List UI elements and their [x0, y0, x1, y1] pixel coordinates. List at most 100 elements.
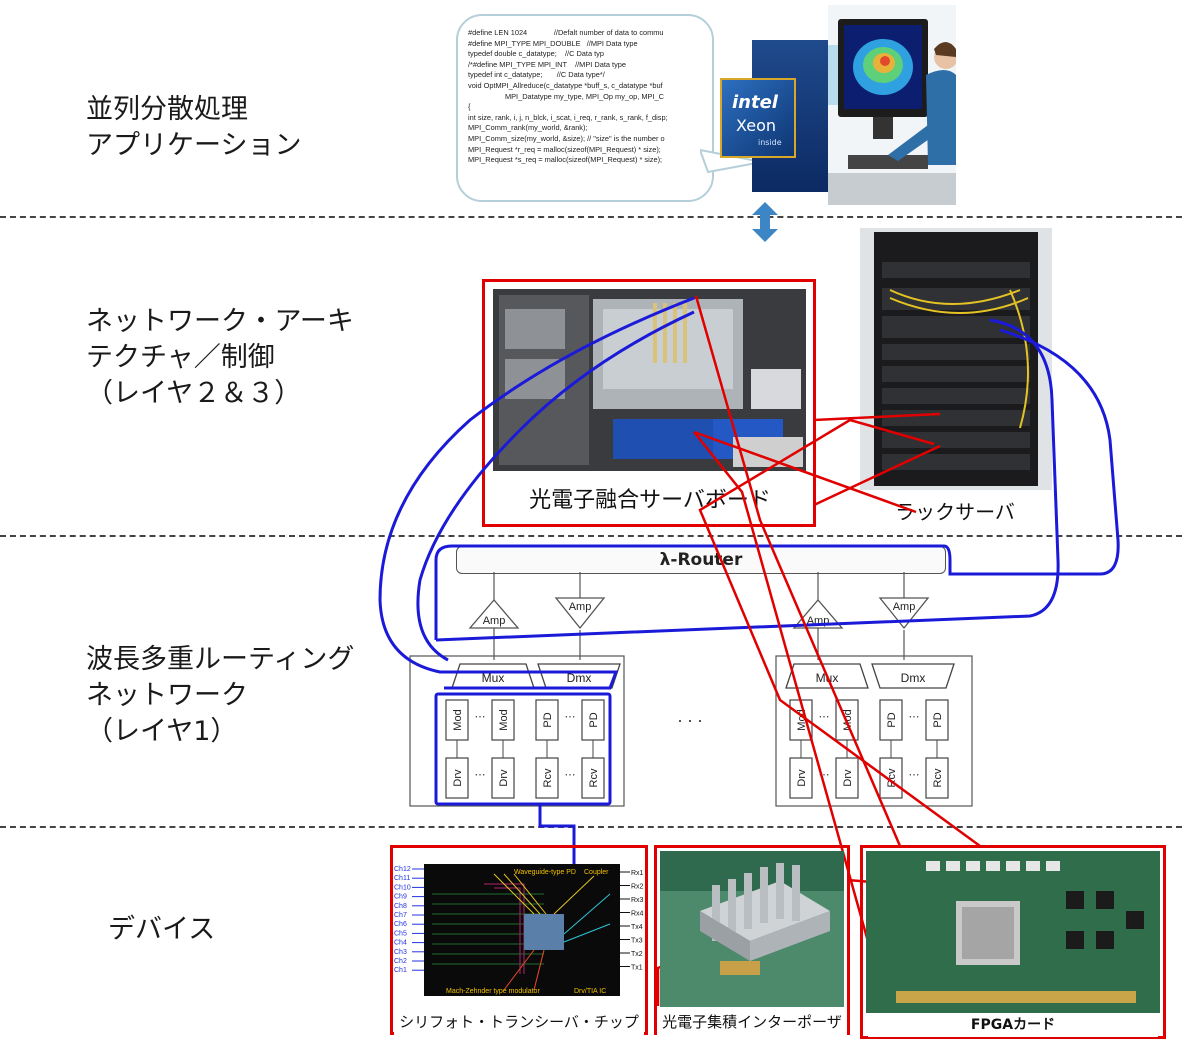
rack-server-photo [860, 228, 1052, 490]
blue-router-to-rack [434, 328, 1120, 640]
dmx-right-label: Dmx [901, 671, 926, 685]
intel-logo-text: intel [732, 92, 778, 113]
code-line: int size, rank, i, j, n_blck, i_scat, i_… [468, 112, 668, 122]
layer-label-application: 並列分散処理 アプリケーション [86, 94, 302, 161]
amp-right-2-label: Amp [893, 601, 916, 613]
code-line: void OptMPI_Allreduce(c_datatype *buff_s… [468, 80, 663, 90]
dmx-left: Dmx [537, 663, 621, 689]
left-lane-rcv-label: Rcv [588, 768, 600, 787]
blue-router-return-to-rack [435, 318, 1060, 642]
intel-xeon-badge: intel Xeon inside [720, 78, 796, 158]
code-line: MPI_Request *r_req = malloc(sizeof(MPI_R… [468, 144, 661, 154]
code-line: MPI_Comm_size(my_world, &size); // "size… [468, 133, 665, 143]
right-lane-pd-label: PD [932, 712, 944, 727]
chip-channel-label: Ch1 [394, 967, 407, 974]
server-board-frame [482, 279, 816, 527]
code-line: #define LEN 1024 //Defalt number of data… [468, 28, 664, 37]
right-lane-ellipsis: ⋯ [909, 711, 920, 723]
chip-port-label: Tx3 [631, 938, 643, 945]
code-line: MPI_Comm_rank(my_world, &rank); [468, 123, 588, 133]
right-lane-pd-label: PD [886, 712, 898, 727]
left-lane-ellipsis: ⋯ [475, 769, 486, 781]
amp-left-1: Amp [468, 599, 520, 629]
chip-channel-label: Ch2 [394, 958, 407, 965]
chip-port-label: Tx2 [631, 951, 643, 958]
chip-channel-label: Ch12 [394, 866, 411, 873]
amp-left-2: Amp [554, 597, 606, 630]
router-drop-lines [493, 572, 905, 660]
chip-label-coupler: Coupler [584, 869, 609, 876]
dmx-right: Dmx [871, 663, 955, 689]
fpga-card-photo [866, 851, 1160, 1013]
inside-logo-text: inside [758, 138, 782, 147]
code-line: MPI_Request *s_req = malloc(sizeof(MPI_R… [468, 155, 663, 165]
blue-optical-links [378, 296, 1120, 864]
amp-left-1-label: Amp [483, 615, 506, 627]
layer-label-wavelength: 波長多重ルーティング ネットワーク （レイヤ1） [86, 644, 355, 747]
layer-divider-3 [0, 826, 1182, 828]
chip-channel-label: Ch5 [394, 930, 407, 937]
red-rack-to-fpga [698, 418, 981, 848]
chip-channel-label: Ch10 [394, 884, 411, 891]
left-lane-mod-label: Mod [452, 709, 464, 730]
right-lane-drv-label: Drv [796, 769, 808, 787]
lambda-router-label: λ-Router [659, 550, 743, 570]
red-board-to-interposer [694, 295, 902, 847]
chip-port-label: Rx3 [631, 897, 644, 904]
bidirectional-arrow-icon [752, 202, 778, 242]
fpga-card-frame [860, 845, 1166, 1039]
left-lane-drv-label: Drv [452, 769, 464, 787]
sipho-chip-layout-image: Waveguide-type PD Coupler Mach-Zehnder t… [424, 864, 620, 996]
chip-channel-label: Ch8 [394, 903, 407, 910]
code-line: { [468, 102, 471, 112]
amp-left-2-label: Amp [569, 601, 592, 613]
left-lane-ellipsis: ⋯ [565, 769, 576, 781]
left-lane-mod-label: Mod [498, 709, 510, 730]
sipho-chip-caption: シリフォト・トランシーバ・チップ [394, 1009, 644, 1035]
fpga-card-caption: FPGAカード [868, 1013, 1158, 1037]
mpi-code-bubble: #define LEN 1024 //Defalt number of data… [456, 14, 714, 202]
chip-channel-label: Ch6 [394, 921, 407, 928]
code-line: MPI_Datatype my_type, MPI_Op my_op, MPI_… [468, 91, 664, 101]
chip-channel-label: Ch4 [394, 940, 407, 947]
code-line: typedef int c_datatype; //C Data type*/ [468, 70, 605, 80]
code-line: typedef double c_datatype; //C Data typ [468, 49, 604, 59]
amp-right-2: Amp [878, 597, 930, 630]
layer-label-network: ネットワーク・アーキ テクチャ／制御 （レイヤ２＆３） [86, 306, 354, 409]
blue-left-lanes-outline [434, 692, 612, 806]
chip-channel-label: Ch11 [394, 875, 410, 882]
chip-label-driver: Drv/TIA IC [574, 988, 606, 995]
mux-left-label: Mux [482, 671, 505, 685]
left-lane-ellipsis: ⋯ [475, 711, 486, 723]
dmx-left-label: Dmx [567, 671, 592, 685]
chip-port-label: Tx4 [631, 924, 643, 931]
user-at-workstation-illustration [828, 5, 956, 205]
layer-divider-2 [0, 535, 1182, 537]
red-board-to-fpga-1 [693, 430, 917, 514]
interposer-caption: 光電子集積インターポーザ [657, 1009, 847, 1035]
left-lane-pd-label: PD [542, 712, 554, 727]
transceiver-module-right [775, 655, 973, 807]
xeon-logo-text: Xeon [736, 116, 777, 135]
left-lane-drv-label: Drv [498, 769, 510, 787]
mux-left: Mux [451, 663, 535, 689]
right-lane-ellipsis: ⋯ [819, 711, 830, 723]
chip-port-label: Rx1 [631, 870, 644, 877]
red-board-to-fpga-2 [693, 431, 892, 1021]
left-lane-ellipsis: ⋯ [565, 711, 576, 723]
right-lane-ellipsis: ⋯ [819, 769, 830, 781]
right-lane-rcv-label: Rcv [932, 768, 944, 787]
chip-label-pd: Waveguide-type PD [514, 869, 576, 876]
left-lane-rcv-label: Rcv [542, 768, 554, 787]
code-line: /*#define MPI_TYPE MPI_INT //MPI Data ty… [468, 59, 627, 69]
red-board-to-rack-1 [813, 412, 941, 422]
blue-board-to-mux [378, 296, 695, 690]
chip-channel-label: Ch3 [394, 949, 407, 956]
chip-port-label: Rx2 [631, 884, 644, 891]
transceiver-module-left [409, 655, 625, 807]
right-lane-drv-label: Drv [842, 769, 854, 787]
chip-label-modulator: Mach-Zehnder type modulator [446, 988, 540, 995]
right-lane-ellipsis: ⋯ [909, 769, 920, 781]
left-lane-pd-label: PD [588, 712, 600, 727]
